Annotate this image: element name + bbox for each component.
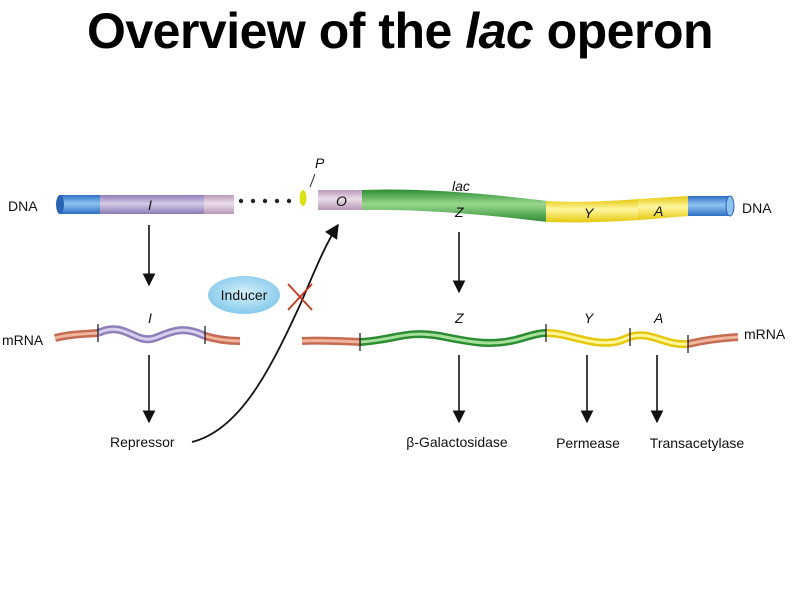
mrna-label-left: mRNA	[2, 332, 44, 348]
mrna-gene-a-label: A	[653, 310, 663, 326]
dna-operator	[318, 190, 364, 210]
dna-gene-z	[362, 189, 548, 222]
protein-repressor: Repressor	[110, 434, 175, 450]
dna-gap-dots	[238, 198, 292, 204]
protein-transacetylase: Transacetylase	[650, 435, 745, 451]
dna-gene-y	[546, 199, 640, 223]
mrna-label-right: mRNA	[744, 326, 786, 342]
dna-right-cap	[725, 195, 735, 217]
title-suffix: operon	[533, 3, 714, 59]
protein-permease: Permease	[556, 435, 620, 451]
dna-right-blue-end	[688, 196, 730, 216]
inducer-bubble	[208, 276, 280, 314]
title-prefix: Overview of the	[86, 3, 466, 59]
mrna-gene-z-label: Z	[454, 310, 464, 326]
inducer-block-x-icon	[287, 283, 313, 311]
lac-label: lac	[452, 178, 470, 194]
inducer-label: Inducer	[221, 287, 268, 303]
dna-left-cap	[56, 195, 64, 214]
promoter-pointer	[309, 173, 316, 188]
dna-label-right: DNA	[742, 200, 772, 216]
repressor-binding-arrow	[191, 223, 339, 443]
mrna-right	[301, 329, 739, 349]
operator-label: O	[336, 193, 347, 209]
dna-gene-i	[100, 195, 206, 214]
protein-beta-galactosidase: β-Galactosidase	[406, 434, 508, 450]
promoter-label: P	[315, 155, 325, 171]
dna-right-segment	[318, 189, 735, 223]
mrna-gene-i-label: I	[148, 310, 152, 326]
dna-left-segment	[56, 195, 234, 214]
title-italic: lac	[465, 3, 534, 59]
mrna-left	[53, 325, 241, 345]
dna-gene-z-label: Z	[454, 204, 464, 220]
dna-left-blue-end	[60, 195, 102, 214]
page-title: Overview of the lac operon	[0, 2, 800, 60]
dna-gene-a-label: A	[653, 203, 663, 219]
dna-gene-y-label: Y	[584, 205, 595, 221]
dna-gene-i-label: I	[148, 197, 152, 213]
mrna-gene-y-label: Y	[584, 310, 595, 326]
dna-left-tail	[204, 195, 234, 214]
promoter-site	[299, 190, 307, 206]
dna-label-left: DNA	[8, 198, 38, 214]
dna-gene-a	[638, 196, 690, 220]
